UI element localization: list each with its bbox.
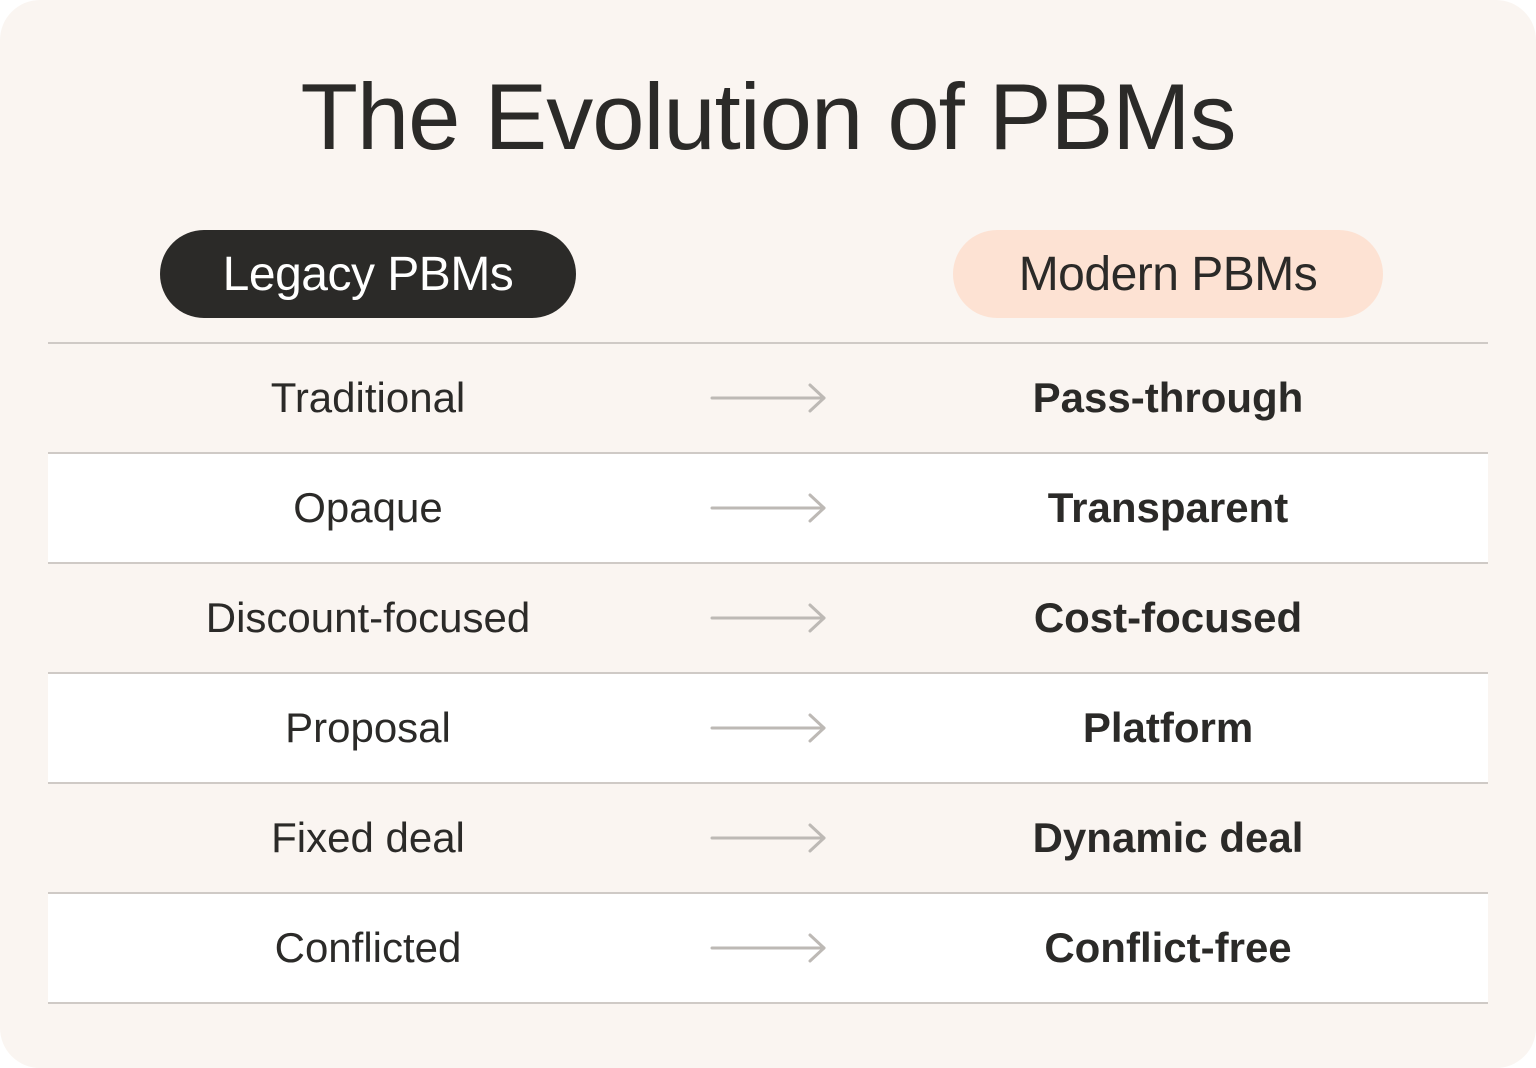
table-row: Traditional Pass-through (48, 344, 1488, 454)
arrow-right-icon (710, 713, 826, 743)
comparison-table: Traditional Pass-through Opaque Transpar… (48, 342, 1488, 1004)
legacy-pbms-label: Legacy PBMs (222, 247, 514, 301)
arrow-right-icon (710, 493, 826, 523)
arrow-right-icon (710, 383, 826, 413)
table-row: Proposal Platform (48, 674, 1488, 784)
modern-pbms-label: Modern PBMs (1018, 247, 1318, 301)
arrow-right-icon (710, 933, 826, 963)
page-title: The Evolution of PBMs (300, 64, 1236, 169)
table-row: Opaque Transparent (48, 454, 1488, 564)
modern-value: Platform (1082, 704, 1254, 751)
table-row: Conflicted Conflict-free (48, 894, 1488, 1004)
modern-pbms-header: Modern PBMs (953, 230, 1383, 318)
legacy-value: Conflicted (274, 924, 462, 971)
arrow-right-icon (710, 603, 826, 633)
arrow-right-icon (710, 823, 826, 853)
modern-value: Conflict-free (1044, 924, 1292, 971)
legacy-pbms-header: Legacy PBMs (160, 230, 576, 318)
modern-value: Dynamic deal (1032, 814, 1304, 861)
legacy-value: Proposal (285, 704, 451, 751)
modern-value: Cost-focused (1033, 594, 1303, 641)
table-row: Fixed deal Dynamic deal (48, 784, 1488, 894)
legacy-value: Fixed deal (271, 814, 465, 861)
modern-value: Transparent (1047, 484, 1289, 531)
legacy-value: Traditional (270, 374, 466, 421)
legacy-value: Discount-focused (205, 594, 531, 641)
legacy-value: Opaque (293, 484, 443, 531)
table-row: Discount-focused Cost-focused (48, 564, 1488, 674)
modern-value: Pass-through (1032, 374, 1304, 421)
